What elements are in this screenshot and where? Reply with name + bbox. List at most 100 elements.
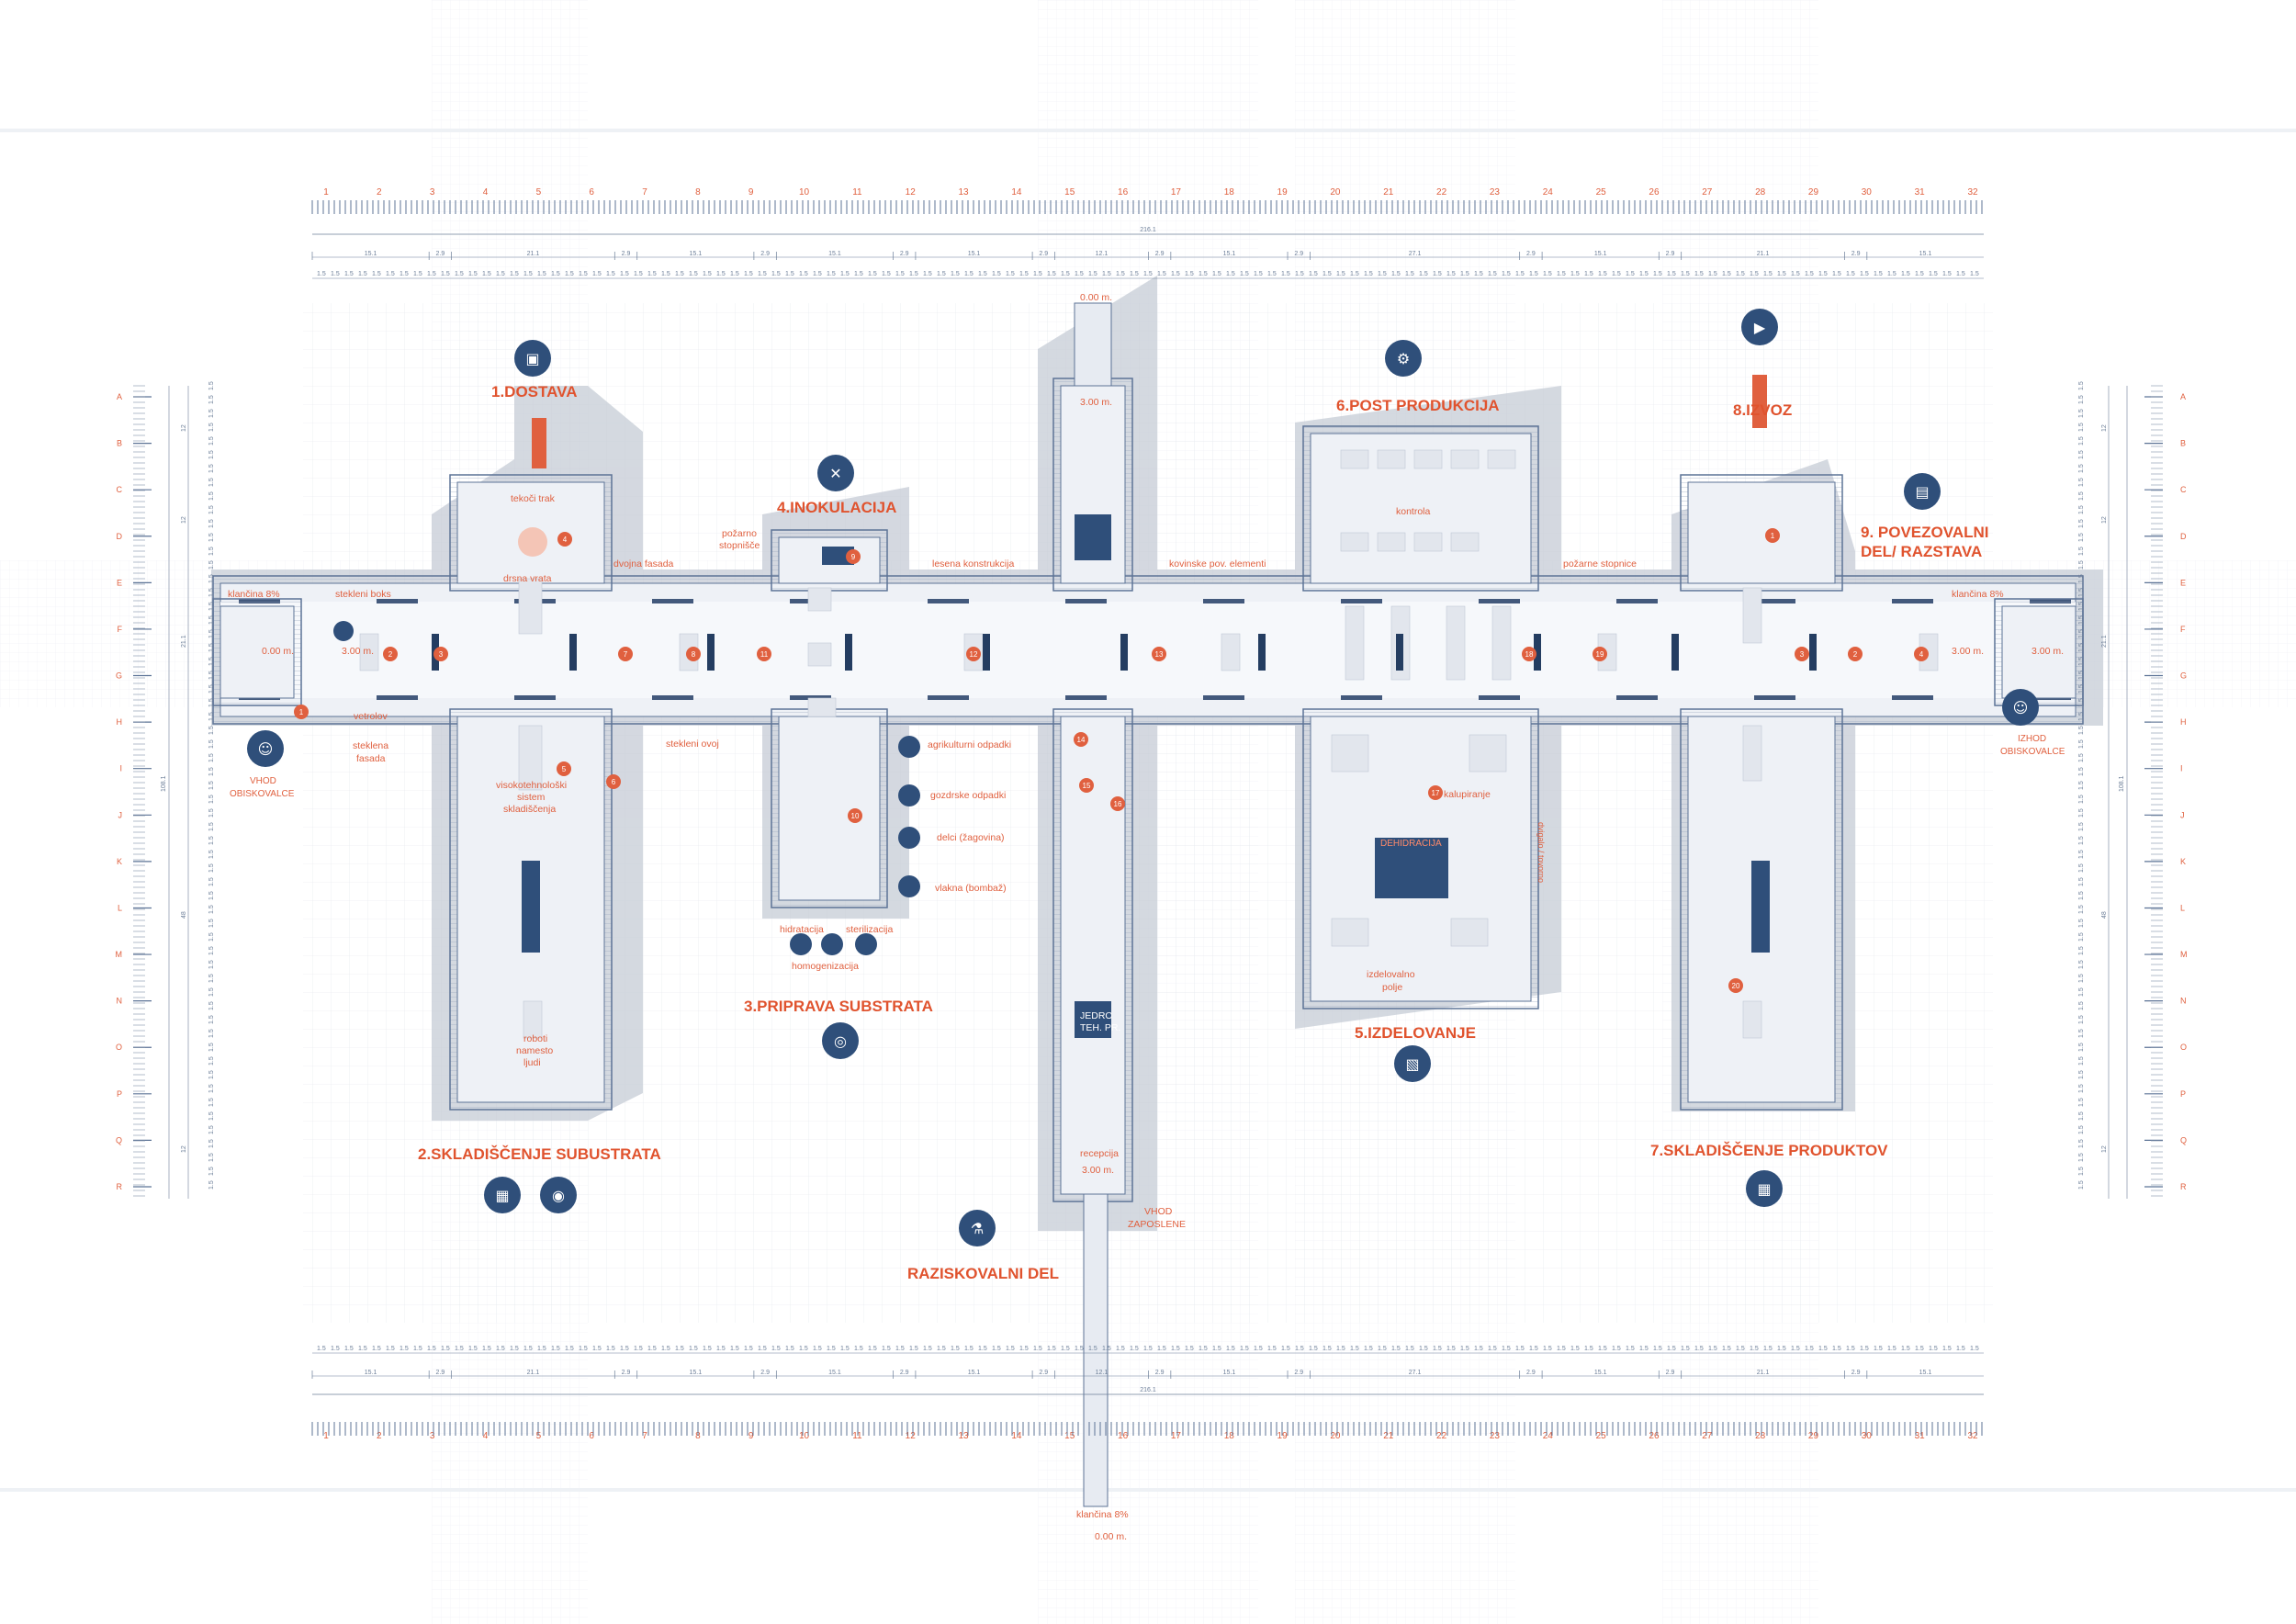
unit-dim: 1.5 [496,271,505,277]
unit-dim: 1.5 [1557,271,1566,277]
unit-dim: 1.5 [758,271,767,277]
unit-dim: 1.5 [1488,271,1497,277]
label-stopnisce: stopnišče [719,540,760,551]
unit-dim: 1.5 [523,271,533,277]
unit-dim: 1.5 [1763,1346,1773,1352]
label-gozd: gozdrske odpadki [930,790,1006,801]
marker-dot [1522,647,1536,661]
gears-icon-glyph: ⚙ [1397,350,1410,367]
column-label-6: 6 [589,187,594,197]
unit-dim: 1.5 [1419,271,1428,277]
row-label-L: L [118,903,122,912]
unit-dim: 1.5 [1446,271,1456,277]
unit-dim: 1.5 [923,271,932,277]
corridor-beam-top [652,599,693,603]
v-unit-dim: 1.5 [208,547,215,556]
process-icon [790,933,812,955]
unit-dim: 1.5 [1598,1346,1607,1352]
equipment-box [1377,449,1406,469]
structural-column [1809,634,1817,671]
v-unit-dim: 1.5 [208,574,215,583]
v-unit-dim: 1.5 [208,781,215,790]
row-label-K: K [117,857,122,866]
v-unit-dim: 1.5 [208,1111,215,1121]
marker-8: 8 [686,647,701,661]
unit-dim: 1.5 [1267,271,1277,277]
label-obiskovalce: OBISKOVALCE [230,789,295,799]
equipment-box [518,578,543,635]
label-delci: delci (žagovina) [937,832,1005,843]
dimension-seg: 15.1 [1594,251,1607,257]
dimension-seg: 2.9 [1666,251,1675,257]
v-unit-dim: 1.5 [2078,905,2085,914]
column-label-12: 12 [906,1431,917,1441]
wing-priprava-south [771,708,888,908]
unit-dim: 1.5 [606,1346,615,1352]
unit-dim: 1.5 [331,271,340,277]
label-vhod: VHOD [250,776,276,786]
label-sterilizacija: sterilizacija [846,924,894,935]
marker-1: 1 [294,705,309,719]
unit-dim: 1.5 [468,271,478,277]
v-unit-dim: 1.5 [2078,602,2085,611]
row-label-Q: Q [2180,1135,2187,1145]
unit-dim: 1.5 [1874,1346,1883,1352]
label-zaposlene: ZAPOSLENE [1128,1219,1186,1230]
unit-dim: 1.5 [1033,271,1042,277]
corridor-beam-top [1892,599,1933,603]
unit-dim: 1.5 [1350,271,1359,277]
v-unit-dim: 1.5 [208,795,215,804]
v-unit-dim: 1.5 [2078,1167,2085,1176]
equipment-box [1221,633,1241,671]
v-unit-dim: 1.5 [208,560,215,570]
v-unit-dim: 1.5 [2078,1070,2085,1079]
label-polje: polje [1382,982,1402,993]
equipment-box [1331,734,1369,773]
marker-16: 16 [1110,796,1125,811]
unit-dim: 1.5 [868,1346,877,1352]
unit-dim: 1.5 [1557,1346,1566,1352]
unit-dim: 1.5 [496,1346,505,1352]
zone-titles: 1.DOSTAVA 2.SKLADIŠČENJE SUBUSTRATA 3.PR… [418,383,1989,1282]
unit-dim: 1.5 [441,1346,450,1352]
dimension-seg: 2.9 [1155,251,1165,257]
label-izdelovalno: izdelovalno [1367,969,1415,980]
unit-dim: 1.5 [523,1346,533,1352]
marker-number: 10 [851,812,860,820]
label-roboti-2: namesto [516,1045,553,1056]
v-unit-dim: 1.5 [2078,464,2085,473]
research-ramp [1083,1193,1109,1507]
unit-dim: 1.5 [1846,1346,1855,1352]
unit-dim: 1.5 [1474,1346,1483,1352]
v-unit-dim: 1.5 [208,643,215,652]
v-dim-total: 108.1 [161,775,167,792]
box-icon: ▣ [514,340,551,377]
marker-dot [1074,732,1088,747]
unit-dim: 1.5 [1240,271,1249,277]
press-icon: ▧ [1394,1045,1431,1082]
column-label-23: 23 [1490,187,1501,197]
unit-dim: 1.5 [1612,1346,1621,1352]
unit-dim: 1.5 [620,271,629,277]
row-label-R: R [117,1182,123,1191]
corridor-beam-bot [652,695,693,700]
marker-17: 17 [1428,785,1443,800]
column-label-9: 9 [748,1431,754,1441]
person-icon-glyph: ☺ [2013,699,2029,716]
unit-dim: 1.5 [1254,1346,1263,1352]
unit-dim: 1.5 [1157,271,1166,277]
marker-5: 5 [557,761,571,776]
process-icon [898,784,920,806]
label-level-300-top: 3.00 m. [1080,397,1112,408]
equipment-box [1491,605,1512,681]
v-unit-dim: 1.5 [208,877,215,886]
unit-dim: 1.5 [1061,1346,1070,1352]
unit-dim: 1.5 [1102,271,1111,277]
unit-dim: 1.5 [703,1346,712,1352]
wing-dostava-north [449,474,613,592]
column-label-13: 13 [959,187,970,197]
equipment-box [1742,1000,1762,1039]
unit-dim: 1.5 [1681,271,1690,277]
unit-dim: 1.5 [1860,271,1869,277]
v-unit-dim: 1.5 [2078,1043,2085,1052]
